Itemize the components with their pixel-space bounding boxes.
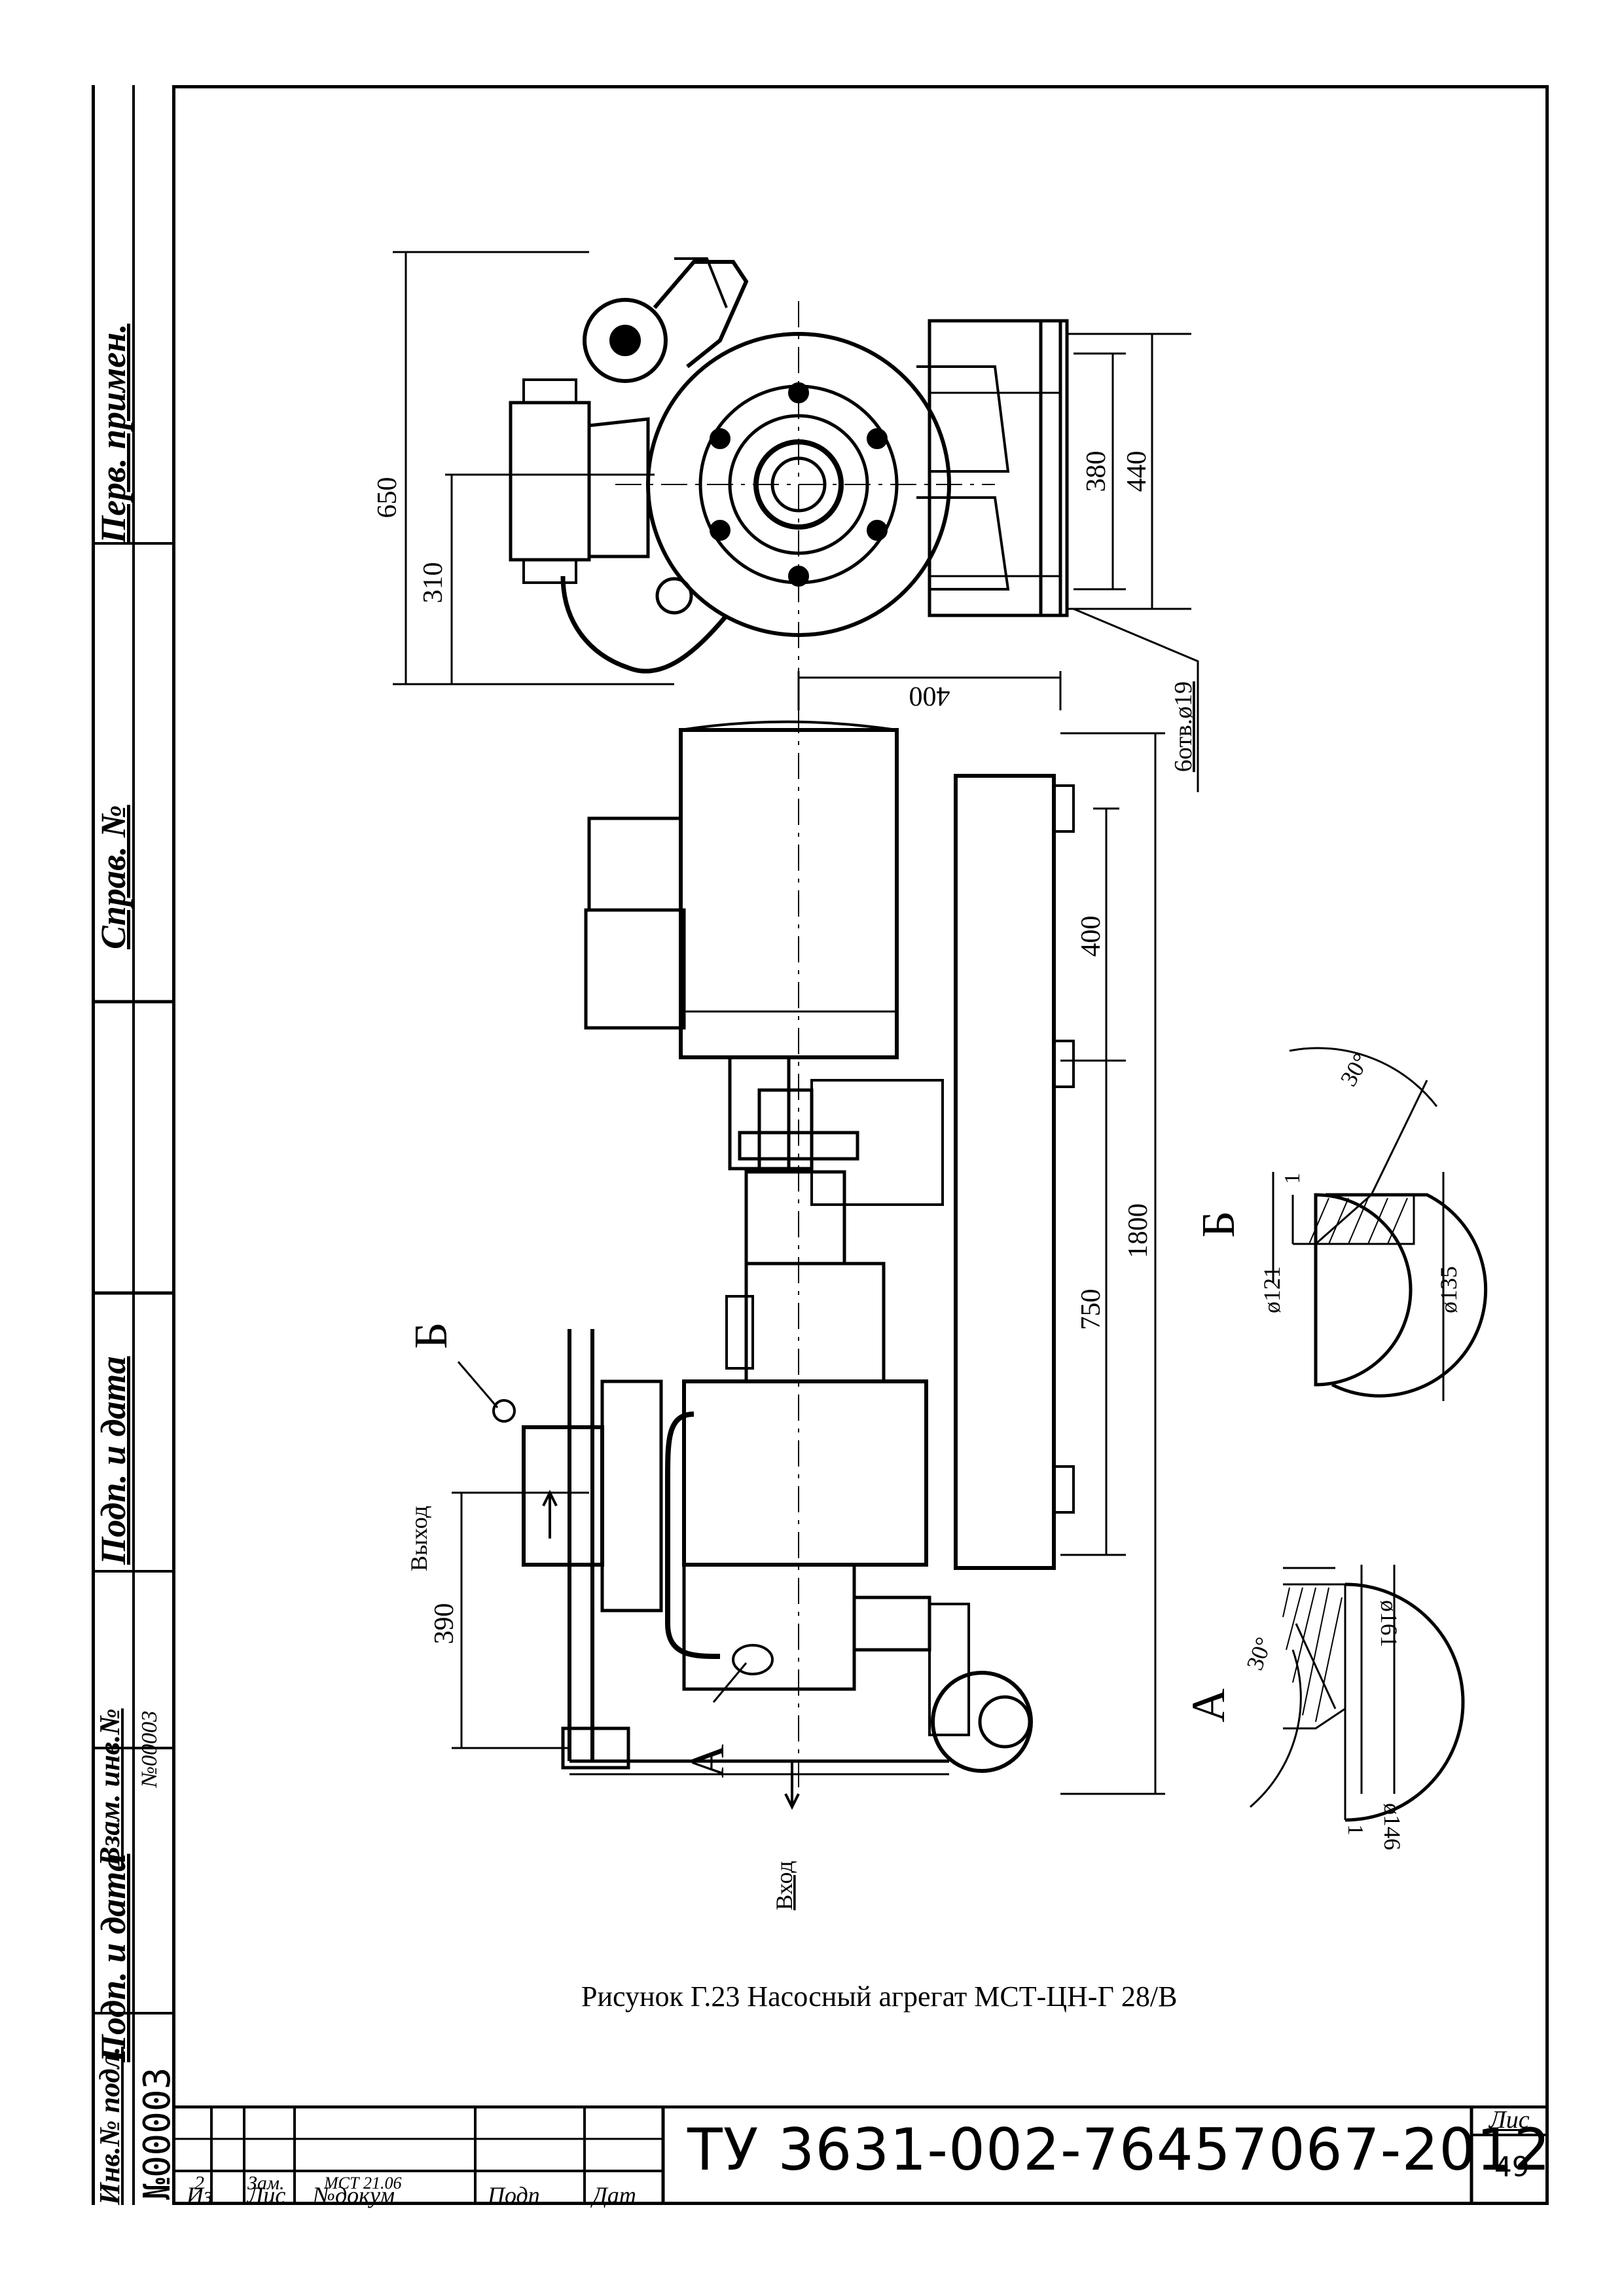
detail-b <box>1272 1047 1488 1401</box>
tb-col-dat: Дат <box>592 2182 636 2208</box>
detail-b-letter: Б <box>1192 1211 1244 1237</box>
binding-sidebar: Перв. примен. Справ. № Подп. и дата Взам… <box>92 85 179 2205</box>
tb-sheet-label: Лис <box>1489 2106 1530 2134</box>
detail-a-angle: 30° <box>1241 1633 1277 1673</box>
sidebar-outer-border <box>92 85 175 2205</box>
dim-750: 750 <box>1076 1289 1106 1330</box>
dim-380: 380 <box>1081 451 1111 492</box>
label-out: Выход <box>406 1506 432 1571</box>
end-view <box>393 251 1199 792</box>
dim-650: 650 <box>372 477 403 519</box>
detail-a <box>1250 1565 1465 1822</box>
detail-a-letter: А <box>1182 1688 1235 1722</box>
tb-col-lis: Лис <box>247 2182 286 2208</box>
tb-rev-type: Зам. <box>247 2172 285 2194</box>
tb-col-podp: Подп <box>488 2182 540 2208</box>
title-block-grid <box>172 2105 1549 2205</box>
dim-1800: 1800 <box>1123 1203 1153 1258</box>
label-b-leader: Б <box>405 1322 457 1349</box>
drawing-frame <box>172 85 1549 2205</box>
dim-400-top: 400 <box>909 681 950 711</box>
detail-b-angle: 30° <box>1335 1049 1375 1091</box>
tb-sheet-number: 49 <box>1494 2151 1530 2183</box>
detail-b-d135: ø135 <box>1435 1266 1462 1313</box>
tb-rev-doc: МСТ 21.06 <box>324 2174 402 2193</box>
tb-col-iz: Из <box>187 2182 213 2208</box>
dim-400: 400 <box>1076 916 1106 957</box>
side-view <box>452 671 1165 1810</box>
detail-a-d161: ø161 <box>1376 1600 1402 1647</box>
document-code: ТУ 3631-002-76457067-2012 <box>687 2116 1551 2183</box>
dim-holes: 6отв.ø19 <box>1170 682 1197 773</box>
dim-390: 390 <box>429 1603 460 1645</box>
dim-310: 310 <box>418 562 448 604</box>
detail-a-gap: 1 <box>1343 1825 1367 1836</box>
label-a-leader: А <box>681 1744 734 1778</box>
detail-b-d121: ø121 <box>1259 1266 1285 1313</box>
figure-caption: Рисунок Г.23 Насосный агрегат МСТ-ЦН-Г 2… <box>581 1980 1178 2013</box>
label-in: Вход <box>771 1861 797 1910</box>
sidebar-grid <box>92 85 175 2205</box>
tb-rev-num: 2 <box>194 2172 204 2194</box>
detail-b-gap: 1 <box>1280 1173 1305 1184</box>
dim-440: 440 <box>1122 451 1152 492</box>
detail-a-d146: ø146 <box>1379 1803 1405 1850</box>
tb-col-nodok: №докум <box>313 2182 395 2208</box>
